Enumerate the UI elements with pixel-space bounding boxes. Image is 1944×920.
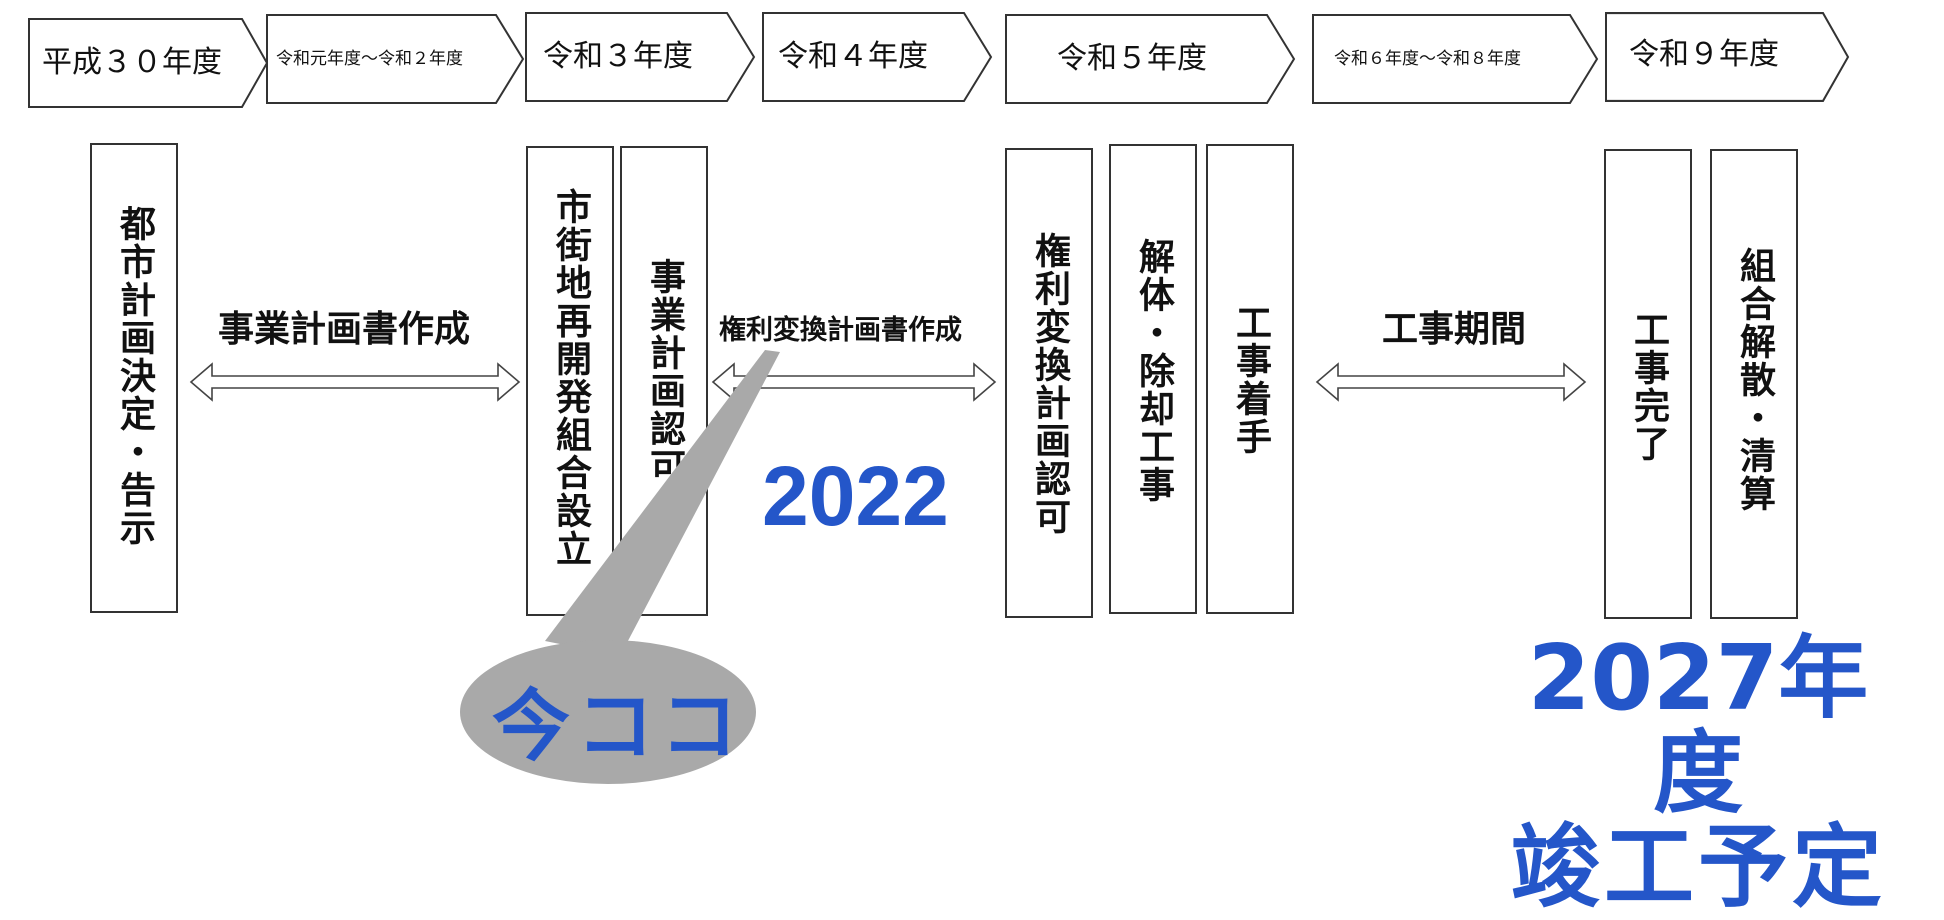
- completion-year: 2027年度: [1527, 626, 1869, 826]
- milestone-text: 都市計画決定・告示: [114, 205, 155, 547]
- milestone-association-established: 市街地再開発組合設立: [526, 146, 614, 616]
- phase-label: 令和４年度: [778, 39, 928, 74]
- current-position-bubble: [460, 350, 780, 790]
- milestone-construction-start: 工事着手: [1206, 144, 1294, 614]
- milestone-text: 権利変換計画認可: [1029, 232, 1070, 536]
- current-year-label: 2022: [762, 449, 949, 543]
- milestone-text: 市街地再開発組合設立: [550, 188, 591, 568]
- milestone-rights-conversion-approval: 権利変換計画認可: [1005, 148, 1093, 618]
- period-business-plan: 事業計画書作成: [218, 309, 471, 350]
- phase-label: 平成３０年度: [42, 45, 222, 80]
- milestone-demolition-work: 解体・除却工事: [1109, 144, 1197, 614]
- period-construction: 工事期間: [1382, 309, 1527, 350]
- phase-r4: 令和４年度: [762, 12, 993, 102]
- phase-r3: 令和３年度: [525, 12, 756, 102]
- phase-label: 令和３年度: [543, 39, 693, 74]
- completion-notice: 2027年度 竣工予定: [1488, 626, 1908, 920]
- phase-r5: 令和５年度: [1005, 14, 1296, 104]
- double-arrow: [189, 362, 521, 402]
- redevelopment-schedule-diagram: 平成３０年度 令和元年度～令和２年度 令和３年度 令和４年度 令和５年度 令和６…: [28, 12, 1882, 915]
- milestone-text: 工事完了: [1628, 311, 1669, 463]
- phase-r6-r8: 令和６年度～令和８年度: [1312, 14, 1599, 104]
- phase-r1-r2: 令和元年度～令和２年度: [266, 14, 525, 104]
- double-arrow: [1315, 362, 1587, 402]
- milestone-text: 組合解散・清算: [1734, 247, 1775, 513]
- milestone-text: 事業計画認可: [644, 258, 685, 486]
- phase-r9: 令和９年度: [1605, 12, 1850, 102]
- completion-text: 竣工予定: [1510, 815, 1886, 920]
- milestone-construction-complete: 工事完了: [1604, 149, 1692, 619]
- phase-h30: 平成３０年度: [28, 18, 269, 108]
- phase-label: 令和５年度: [1057, 41, 1207, 76]
- period-rights-conversion-plan: 権利変換計画書作成: [719, 315, 962, 346]
- current-position-label: 今ココ: [492, 682, 745, 772]
- milestone-urban-plan-decision: 都市計画決定・告示: [90, 143, 178, 613]
- phase-label: 令和９年度: [1629, 37, 1779, 72]
- milestone-dissolution-liquidation: 組合解散・清算: [1710, 149, 1798, 619]
- milestone-text: 解体・除却工事: [1133, 238, 1174, 504]
- phase-label: 令和元年度～令和２年度: [276, 49, 463, 69]
- phase-label: 令和６年度～令和８年度: [1334, 49, 1521, 69]
- milestone-text: 工事着手: [1230, 304, 1271, 456]
